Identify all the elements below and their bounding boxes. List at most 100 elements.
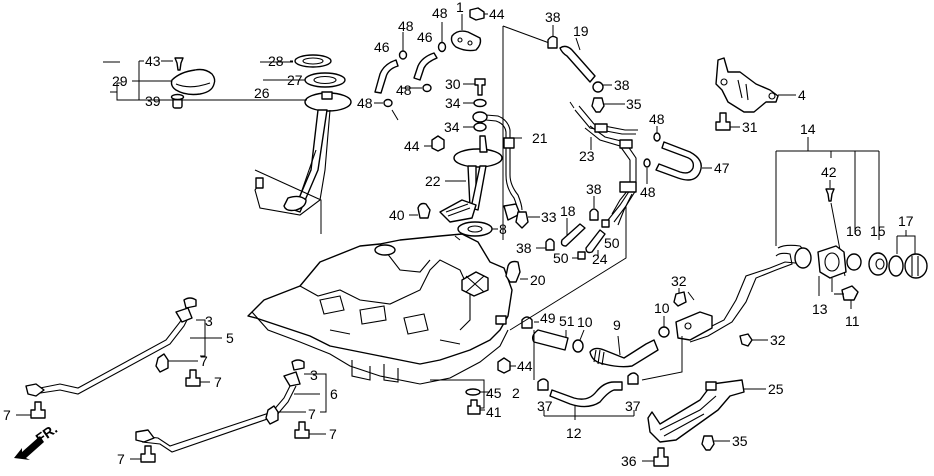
- callout-50-a: 50: [553, 250, 569, 266]
- part-42-screw[interactable]: [825, 188, 835, 202]
- part-10-clamp-b[interactable]: [572, 339, 584, 353]
- part-41-bolt[interactable]: [467, 399, 481, 415]
- part-47-u-hose[interactable]: [655, 141, 702, 181]
- part-34-washer-b[interactable]: [473, 122, 487, 132]
- part-48-clip-d[interactable]: [383, 98, 393, 108]
- callout-50-b: 50: [604, 235, 620, 251]
- part-38-clamp-b[interactable]: [592, 81, 604, 93]
- callout-47: 47: [714, 160, 730, 176]
- callout-44-b: 44: [404, 138, 420, 154]
- part-39-grommet[interactable]: [170, 93, 185, 109]
- part-32-bolt-b[interactable]: [739, 333, 753, 347]
- part-40-clip[interactable]: [417, 202, 431, 219]
- part-14-filler-neck[interactable]: [675, 244, 812, 343]
- callout-45: 45: [486, 385, 502, 401]
- callout-7-d: 7: [308, 406, 316, 422]
- part-46-hose-a[interactable]: [374, 59, 399, 94]
- part-48-clip-f[interactable]: [643, 158, 651, 168]
- part-31-bolt[interactable]: [715, 112, 731, 131]
- part-48-clip-e[interactable]: [653, 132, 661, 142]
- part-45-washer[interactable]: [465, 388, 481, 396]
- part-35-valve-a[interactable]: [591, 97, 605, 113]
- part-1-bracket[interactable]: [450, 30, 482, 52]
- callout-51: 51: [559, 313, 575, 329]
- callout-34-a: 34: [445, 95, 461, 111]
- callout-43: 43: [145, 53, 161, 69]
- part-6-tank-strap[interactable]: [135, 359, 305, 453]
- part-48-clip-a[interactable]: [398, 50, 408, 60]
- part-20-fuel-valve[interactable]: [505, 260, 521, 283]
- part-7-bolt-d[interactable]: [265, 405, 279, 425]
- callout-7-e: 7: [329, 426, 337, 442]
- callout-30: 30: [445, 76, 461, 92]
- part-44-nut-b[interactable]: [431, 135, 445, 152]
- part-35-valve-b[interactable]: [701, 435, 715, 451]
- part-26-fuel-gauge-sender[interactable]: [254, 91, 352, 216]
- part-50-clamp-a[interactable]: [577, 251, 586, 260]
- callout-48-d: 48: [357, 95, 373, 111]
- callout-40: 40: [389, 207, 405, 223]
- part-38-clamp-c[interactable]: [589, 208, 599, 221]
- part-7-bolt-f[interactable]: [140, 445, 156, 463]
- part-25-tank-guard[interactable]: [647, 379, 745, 443]
- part-7-bolt-a[interactable]: [155, 353, 169, 373]
- part-44-nut-a[interactable]: [469, 7, 485, 21]
- part-9-filler-hose[interactable]: [589, 339, 659, 368]
- part-16-clamp[interactable]: [846, 253, 862, 271]
- part-32-bolt-a[interactable]: [673, 291, 687, 307]
- part-37-clamp-b[interactable]: [627, 372, 639, 385]
- part-49-clamp[interactable]: [521, 316, 533, 329]
- callout-10-b: 10: [577, 314, 593, 330]
- part-29-tank-cover[interactable]: [170, 68, 216, 96]
- part-38-clamp-d[interactable]: [545, 238, 555, 251]
- callout-33: 33: [541, 209, 557, 225]
- callout-21: 21: [532, 130, 548, 146]
- callout-2: 2: [512, 385, 520, 401]
- part-21-fuel-hose[interactable]: [472, 111, 523, 221]
- part-10-clamp-a[interactable]: [658, 326, 670, 338]
- part-36-bolt[interactable]: [653, 447, 669, 467]
- part-37-clamp-a[interactable]: [537, 378, 549, 391]
- part-7-bolt-c[interactable]: [30, 401, 46, 419]
- callout-46-a: 46: [374, 39, 390, 55]
- part-22-fuel-pump[interactable]: [439, 135, 503, 223]
- part-4-bracket[interactable]: [715, 57, 779, 113]
- callout-26: 26: [254, 85, 270, 101]
- part-46-hose-b[interactable]: [413, 52, 438, 81]
- part-33-valve[interactable]: [515, 211, 529, 229]
- callout-16: 16: [846, 223, 862, 239]
- part-48-clip-c[interactable]: [422, 83, 432, 93]
- part-19-hose[interactable]: [559, 45, 596, 83]
- part-18-hose[interactable]: [560, 223, 586, 247]
- part-24-hose[interactable]: [585, 229, 606, 254]
- part-27-gasket[interactable]: [304, 72, 346, 88]
- part-43-screw[interactable]: [174, 57, 184, 71]
- callout-24: 24: [592, 251, 608, 267]
- part-13-filler-flange[interactable]: [817, 245, 847, 279]
- callout-41: 41: [486, 404, 502, 420]
- part-8-pump-retainer[interactable]: [457, 221, 493, 237]
- callout-3-b: 3: [310, 367, 318, 383]
- part-28-lock-ring[interactable]: [294, 54, 332, 68]
- part-5-tank-strap[interactable]: [25, 297, 197, 397]
- callout-23: 23: [579, 148, 595, 164]
- part-7-bolt-b[interactable]: [185, 369, 201, 387]
- part-48-clip-b[interactable]: [437, 41, 447, 53]
- callout-20: 20: [530, 272, 546, 288]
- part-15-seal[interactable]: [868, 252, 888, 276]
- part-50-clamp-b[interactable]: [601, 219, 610, 228]
- part-38-clamp-a[interactable]: [547, 35, 558, 49]
- part-51-hose[interactable]: [531, 329, 569, 351]
- part-7-bolt-e[interactable]: [294, 421, 310, 439]
- callout-35-a: 35: [626, 96, 642, 112]
- part-12-breather-hose[interactable]: [549, 381, 623, 408]
- part-17-fuel-cap[interactable]: [888, 253, 928, 279]
- part-2-fuel-tank[interactable]: [247, 233, 513, 385]
- part-30-bolt[interactable]: [474, 78, 486, 96]
- callout-36: 36: [621, 453, 637, 469]
- part-34-washer-a[interactable]: [473, 98, 487, 108]
- part-44-nut-c[interactable]: [497, 357, 511, 374]
- callout-37-a: 37: [537, 398, 553, 414]
- part-11-fuel-door-opener[interactable]: [834, 285, 859, 301]
- callout-48-f: 48: [640, 184, 656, 200]
